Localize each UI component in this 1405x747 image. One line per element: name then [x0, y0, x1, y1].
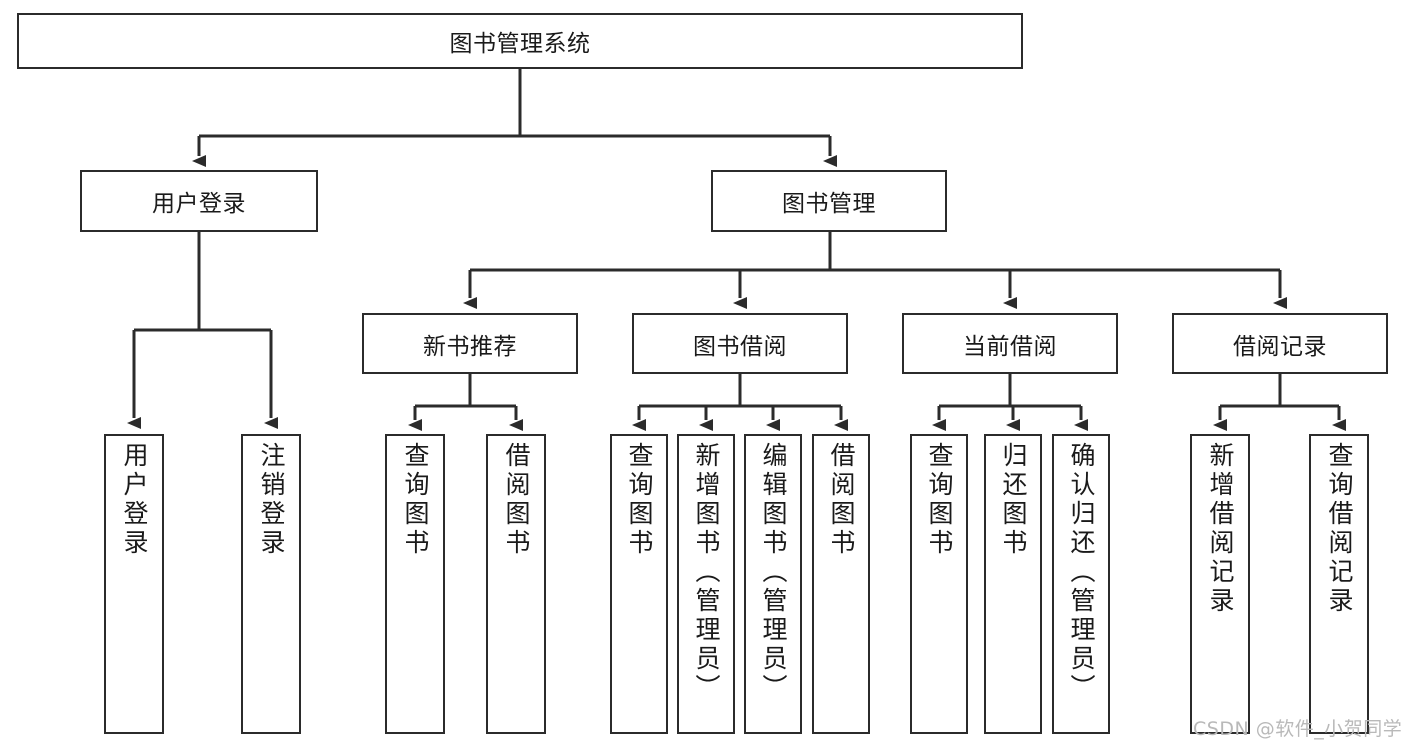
leaf-user-login-label: 用户登录 — [120, 442, 149, 558]
node-book-borrow[interactable]: 图书借阅 — [632, 313, 848, 374]
leaf-confirm-return-admin-label: 确认归还（管理员） — [1067, 442, 1096, 703]
node-user-login-label: 用户登录 — [152, 191, 246, 217]
leaf-logout-label: 注销登录 — [257, 442, 286, 558]
leaf-query-book-borrow-label: 查询图书 — [625, 442, 654, 558]
leaf-add-borrow-record[interactable]: 新增借阅记录 — [1190, 434, 1250, 734]
leaf-query-book-current[interactable]: 查询图书 — [910, 434, 968, 734]
leaf-return-book-label: 归还图书 — [999, 442, 1028, 558]
node-book-borrow-label: 图书借阅 — [693, 333, 787, 360]
leaf-query-book-current-label: 查询图书 — [925, 442, 954, 558]
csdn-watermark: CSDN @软件_小贺同学 — [1193, 718, 1403, 740]
leaf-add-book-admin[interactable]: 新增图书（管理员） — [677, 434, 735, 734]
node-borrow-records[interactable]: 借阅记录 — [1172, 313, 1388, 374]
node-book-management-label: 图书管理 — [782, 191, 876, 217]
leaf-confirm-return-admin[interactable]: 确认归还（管理员） — [1052, 434, 1110, 734]
leaf-borrow-book-recommend-label: 借阅图书 — [502, 442, 531, 558]
leaf-edit-book-admin-label: 编辑图书（管理员） — [759, 442, 788, 703]
node-new-book-recommend-label: 新书推荐 — [423, 333, 517, 360]
node-new-book-recommend[interactable]: 新书推荐 — [362, 313, 578, 374]
leaf-borrow-book-label: 借阅图书 — [827, 442, 856, 558]
leaf-borrow-book[interactable]: 借阅图书 — [812, 434, 870, 734]
leaf-query-borrow-record[interactable]: 查询借阅记录 — [1309, 434, 1369, 734]
leaf-query-book-borrow[interactable]: 查询图书 — [610, 434, 668, 734]
leaf-add-book-admin-label: 新增图书（管理员） — [692, 442, 721, 703]
node-current-borrow[interactable]: 当前借阅 — [902, 313, 1118, 374]
leaf-query-book-recommend-label: 查询图书 — [401, 442, 430, 558]
leaf-borrow-book-recommend[interactable]: 借阅图书 — [486, 434, 546, 734]
node-borrow-records-label: 借阅记录 — [1233, 333, 1327, 360]
node-root[interactable]: 图书管理系统 — [17, 13, 1023, 69]
node-book-management[interactable]: 图书管理 — [711, 170, 947, 232]
leaf-logout[interactable]: 注销登录 — [241, 434, 301, 734]
node-current-borrow-label: 当前借阅 — [963, 333, 1057, 360]
node-root-label: 图书管理系统 — [449, 31, 591, 57]
leaf-add-borrow-record-label: 新增借阅记录 — [1206, 442, 1235, 616]
leaf-user-login[interactable]: 用户登录 — [104, 434, 164, 734]
leaf-query-book-recommend[interactable]: 查询图书 — [385, 434, 445, 734]
leaf-return-book[interactable]: 归还图书 — [984, 434, 1042, 734]
leaf-edit-book-admin[interactable]: 编辑图书（管理员） — [744, 434, 802, 734]
leaf-query-borrow-record-label: 查询借阅记录 — [1325, 442, 1354, 616]
node-user-login[interactable]: 用户登录 — [80, 170, 318, 232]
